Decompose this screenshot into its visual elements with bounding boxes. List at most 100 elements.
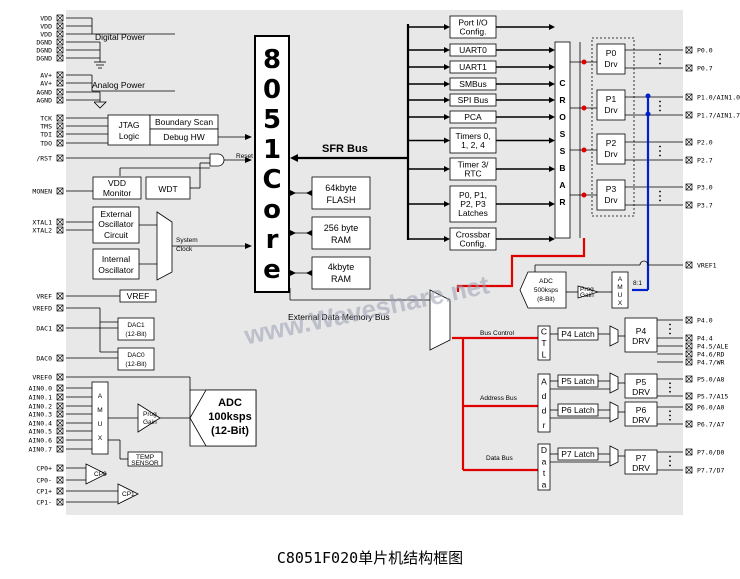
- peripheral-label: Port I/O: [458, 18, 488, 28]
- prog-gain-right-label-1: Prog: [580, 286, 594, 293]
- drv-label: P5: [636, 377, 647, 387]
- right-pin-p4: P4.0: [697, 316, 713, 324]
- right-pin-p4: P4.5/ALE: [697, 342, 728, 350]
- peripheral-label: RTC: [464, 169, 481, 179]
- port-drv-label: P3: [606, 184, 617, 194]
- decoder-letter: C: [541, 327, 547, 337]
- drv-label: P6: [636, 405, 647, 415]
- left-pin-power-label: VDD: [40, 30, 52, 38]
- dac0-label-1: DAC0: [127, 352, 145, 359]
- ext-osc-label-1: External: [100, 209, 131, 219]
- left-pin-ain-label: VREF0: [32, 373, 52, 381]
- left-pin-jtag-label: TDO: [40, 139, 52, 147]
- crossbar-letter: B: [559, 163, 565, 173]
- adc8-label-1: ADC: [539, 278, 553, 285]
- left-pin-analog-label: AV+: [40, 71, 52, 79]
- left-pin-cp-label: CP1+: [36, 487, 52, 495]
- crossbar-letter: C: [559, 78, 565, 88]
- crossbar-letter: S: [560, 129, 566, 139]
- crossbar-letter: A: [559, 180, 565, 190]
- port-drv-box: [596, 133, 626, 165]
- left-pin-dac1-label: DAC1: [36, 324, 52, 332]
- right-pin-p4: P4.7/WR: [697, 358, 724, 366]
- adc8-section: [519, 260, 683, 309]
- boundary-scan-label: Boundary Scan: [155, 117, 213, 127]
- peripheral-label: UART0: [459, 45, 487, 55]
- right-pin-label: P2.0: [697, 138, 713, 146]
- oscillator-section: [66, 206, 245, 281]
- peripheral-label: Timer 3/: [458, 160, 489, 170]
- vdd-monitor-label-1: VDD: [108, 178, 126, 188]
- decoder-letter: a: [542, 479, 547, 489]
- peripheral-label: Timers 0,: [455, 131, 490, 141]
- flash-label-1: 64kbyte: [325, 183, 357, 193]
- ain-line-group: [66, 387, 92, 450]
- sfr-bus-label: SFR Bus: [322, 143, 368, 155]
- crossbar-letter: S: [560, 146, 566, 156]
- amux-right-label-4: X: [618, 300, 623, 307]
- peripheral-label: SPI Bus: [458, 95, 489, 105]
- right-pin-label: P3.7: [697, 201, 713, 209]
- port-drv-label: Drv: [604, 59, 618, 69]
- reset-section: [66, 153, 245, 200]
- crossbar-red-dots: [581, 59, 587, 198]
- right-pin-p4: P4.6/RD: [697, 350, 724, 358]
- debug-hw-label: Debug HW: [163, 132, 205, 142]
- left-pin-rst-label: /RST: [36, 154, 52, 162]
- amux-left-label-2: M: [97, 407, 102, 414]
- address-bus-label: Address Bus: [480, 395, 518, 402]
- temp-sensor-label-2: SENSOR: [131, 460, 159, 467]
- ext-memory-bus: [289, 288, 451, 351]
- decoder-letter: A: [541, 376, 547, 386]
- amux-left-label-3: U: [98, 421, 103, 428]
- digital-power-label: Digital Power: [95, 32, 145, 42]
- port-drv-box-lower: [624, 317, 658, 353]
- adc12-body: [189, 389, 257, 447]
- right-pin-label: P0.7: [697, 64, 713, 72]
- left-pin-jtag-label: TMS: [40, 122, 52, 130]
- vdd-monitor-label-2: Monitor: [103, 188, 132, 198]
- left-pin-dac0-label: DAC0: [36, 354, 52, 362]
- analog-power-label: Analog Power: [92, 80, 145, 90]
- figure-caption: C8051F020单片机结构框图: [277, 549, 463, 567]
- peripheral-label: UART1: [459, 62, 487, 72]
- amux-right-label-2: M: [617, 284, 622, 291]
- ext-mem-bus-label: External Data Memory Bus: [288, 312, 390, 322]
- reset-label: Reset: [236, 153, 253, 160]
- left-pin-ain-label: AIN0.5: [29, 427, 53, 435]
- drv-label: DRV: [632, 387, 650, 397]
- left-pin-ain-label: AIN0.7: [29, 445, 53, 453]
- peripheral-label: P2, P3: [460, 199, 486, 209]
- core-letter: r: [266, 225, 279, 255]
- prog-gain-label-2: Gain: [143, 419, 157, 426]
- left-pin-analog-label: AGND: [36, 88, 52, 96]
- left-pin-jtag-label: TDI: [40, 130, 52, 138]
- right-pin-label: P0.0: [697, 46, 713, 54]
- decoder-letter: d: [542, 391, 547, 401]
- left-pin-ain-label: AIN0.2: [29, 402, 53, 410]
- right-pin-label: P2.7: [697, 156, 713, 164]
- jtag-section: [66, 114, 245, 146]
- ext-osc-label-2: Oscillator: [98, 219, 134, 229]
- peripheral-label: Config.: [460, 27, 487, 37]
- right-pin-label: P1.7/AIN1.7: [697, 111, 740, 119]
- left-pin-ain-label: AIN0.4: [29, 419, 53, 427]
- peripheral-label: Latches: [458, 208, 488, 218]
- core-8051: [254, 35, 290, 293]
- power-section: [66, 17, 175, 109]
- ram4k-label-2: RAM: [331, 274, 351, 284]
- ram256-label-1: 256 byte: [324, 223, 359, 233]
- jtag-logic-label-1: JTAG: [118, 120, 139, 130]
- left-pin-cp-label: CP1-: [36, 498, 52, 506]
- decoder-letter: t: [543, 468, 546, 478]
- latch-label: P7 Latch: [561, 449, 595, 459]
- right-pin-p4: P4.4: [697, 334, 713, 342]
- wdt-label: WDT: [158, 184, 177, 194]
- system-clock-label-1: System: [176, 237, 198, 244]
- ram256-label-2: RAM: [331, 235, 351, 245]
